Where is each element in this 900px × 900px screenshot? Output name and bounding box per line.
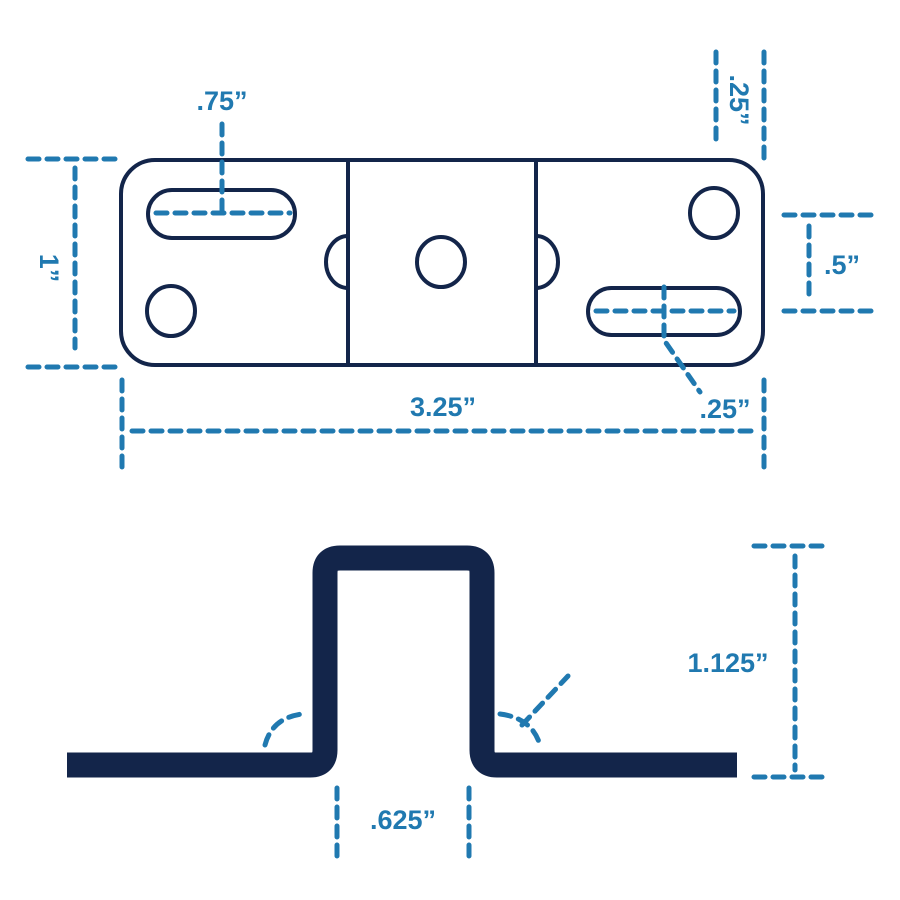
top-view: .75” 1” .25” .5” 3.25” .25” [25, 49, 878, 477]
label-hole-spacing: .5” [824, 250, 860, 280]
label-slot-length: .75” [196, 86, 247, 116]
bracket-profile [67, 545, 737, 778]
dim-leader [661, 284, 703, 395]
label-edge-offset: .25” [724, 74, 754, 125]
plate-outline [119, 158, 765, 367]
bend-angle-arc-right [497, 711, 543, 748]
bend-angle-leader [519, 673, 571, 728]
hole-left [145, 284, 197, 338]
label-channel-width: .625” [370, 805, 436, 835]
hole-center [415, 235, 467, 289]
side-view: 1.125” .625” [67, 543, 831, 859]
hole-right [688, 186, 740, 240]
label-slot-width: .25” [699, 394, 750, 424]
label-height: 1” [34, 254, 64, 283]
label-overall-length: 3.25” [410, 392, 476, 422]
half-hole-left [324, 234, 349, 290]
bend-angle-arc-left [262, 711, 305, 748]
label-rise-height: 1.125” [687, 648, 768, 678]
half-hole-right [535, 234, 560, 290]
